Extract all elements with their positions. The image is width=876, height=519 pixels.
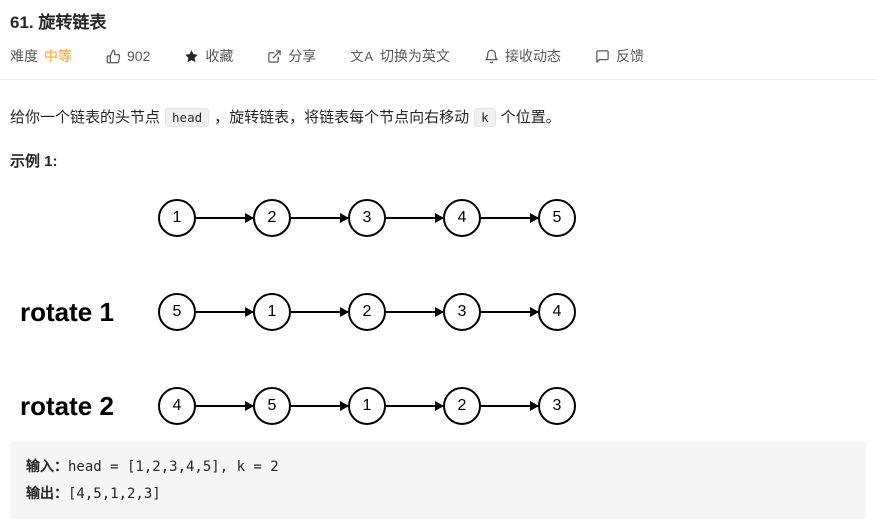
difficulty-label: 难度 [10,48,38,64]
feedback-button[interactable]: 反馈 [595,46,644,66]
arrow-icon [481,307,539,317]
arrow-icon [196,401,254,411]
bell-icon [484,49,499,64]
description-text: 给你一个链表的头节点 [10,109,161,126]
list-node: 2 [253,199,291,237]
description-text: 个位置。 [500,109,561,126]
linked-list-row: rotate 1 5 1 2 3 4 [10,293,866,331]
arrow-icon [196,213,254,223]
notifications-button[interactable]: 接收动态 [484,46,561,66]
list-node: 3 [443,293,481,331]
example-heading: 示例 1: [10,153,58,170]
page-title: 61. 旋转链表 [10,13,107,32]
list-node: 4 [443,199,481,237]
favorite-button[interactable]: 收藏 [184,46,233,66]
list-node: 1 [158,199,196,237]
like-button[interactable]: 902 [106,48,150,64]
node-sequence: 5 1 2 3 4 [158,293,576,331]
input-label: 输入： [26,458,68,474]
linked-list-diagram: 1 2 3 4 5 rotate 1 5 1 2 3 [10,199,866,425]
difficulty-badge: 中等 [44,48,72,64]
node-sequence: 1 2 3 4 5 [158,199,576,237]
output-label: 输出： [26,485,68,501]
list-node: 5 [253,387,291,425]
arrow-icon [481,401,539,411]
list-node: 2 [443,387,481,425]
list-node: 2 [348,293,386,331]
like-count: 902 [127,48,151,64]
inline-code-head: head [165,108,210,127]
favorite-label: 收藏 [205,48,234,64]
rotate-label: rotate 2 [20,390,114,421]
meta-toolbar: 难度 中等 902 收藏 分享 文A 切换为英文 [10,46,866,79]
share-icon [267,49,282,64]
difficulty: 难度 中等 [10,46,72,66]
description-text: ，旋转链表，将链表每个节点向右移动 [214,109,470,126]
example-io-block: 输入：head = [1,2,3,4,5], k = 2 输出：[4,5,1,2… [10,441,866,519]
arrow-icon [386,401,444,411]
input-value: head = [1,2,3,4,5], k = 2 [68,459,279,475]
linked-list-row: 1 2 3 4 5 [10,199,866,237]
example-input-line: 输入：head = [1,2,3,4,5], k = 2 [26,453,850,480]
share-label: 分享 [288,48,317,64]
list-node: 5 [538,199,576,237]
switch-language-button[interactable]: 文A 切换为英文 [350,46,450,66]
output-value: [4,5,1,2,3] [68,486,161,502]
arrow-icon [386,213,444,223]
arrow-icon [196,307,254,317]
linked-list-row: rotate 2 4 5 1 2 3 [10,387,866,425]
inline-code-k: k [474,108,496,127]
list-node: 4 [158,387,196,425]
example-output-line: 输出：[4,5,1,2,3] [26,480,850,507]
list-node: 1 [348,387,386,425]
share-button[interactable]: 分享 [267,46,316,66]
rotate-label: rotate 1 [20,296,114,327]
arrow-icon [291,307,349,317]
translate-icon: 文A [350,48,375,64]
thumbs-up-icon [106,49,121,64]
list-node: 3 [538,387,576,425]
arrow-icon [291,401,349,411]
arrow-icon [386,307,444,317]
notifications-label: 接收动态 [505,48,562,64]
switch-language-label: 切换为英文 [380,48,451,64]
feedback-label: 反馈 [616,48,645,64]
feedback-bubble-icon [595,49,610,64]
arrow-icon [481,213,539,223]
star-icon [184,49,199,64]
list-node: 3 [348,199,386,237]
divider [0,79,876,80]
list-node: 5 [158,293,196,331]
list-node: 4 [538,293,576,331]
list-node: 1 [253,293,291,331]
arrow-icon [291,213,349,223]
node-sequence: 4 5 1 2 3 [158,387,576,425]
